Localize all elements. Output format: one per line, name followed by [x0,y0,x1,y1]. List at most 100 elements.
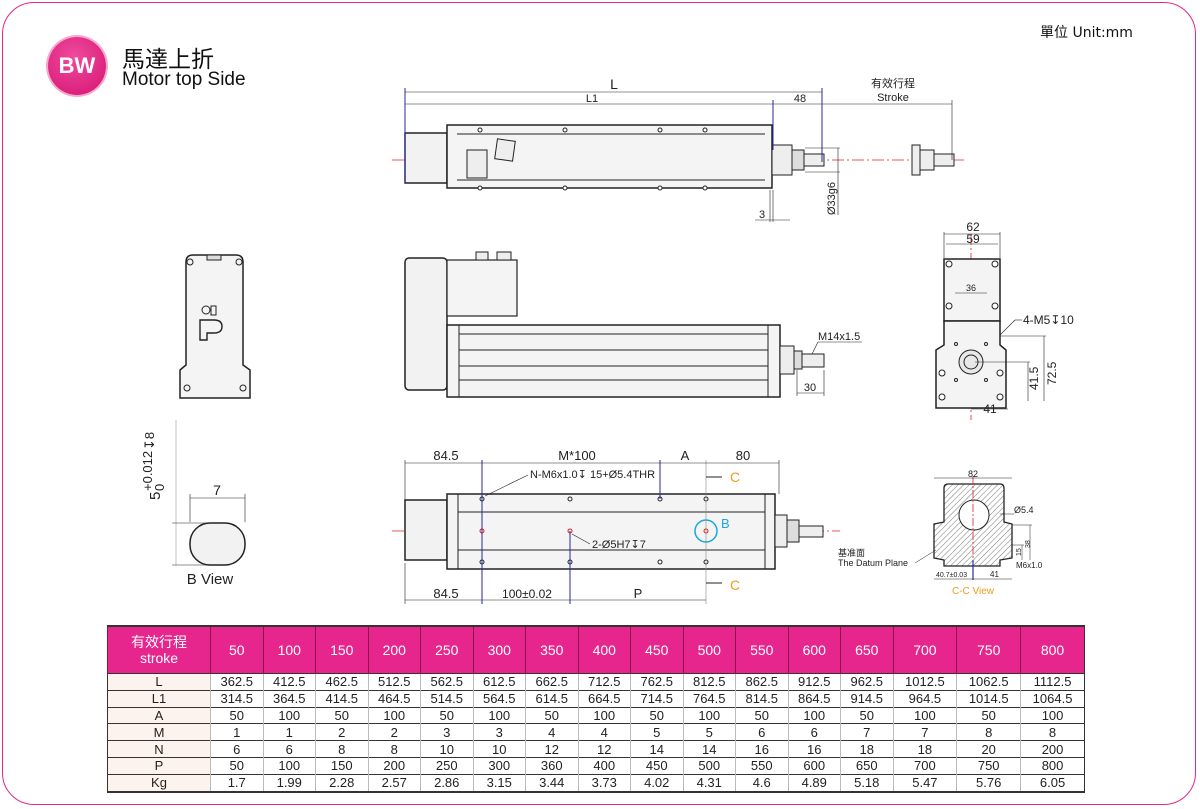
table-cell: 50 [210,706,263,724]
table-cell: 14 [682,740,736,758]
table-cell: 3.73 [577,773,631,793]
pi-logo-icon [199,305,223,341]
row-label: L1 [107,689,211,708]
table-cell: 514.5 [420,689,473,708]
series-badge: BW [48,37,106,95]
table-cell: 5.76 [956,773,1021,793]
table-cell: 3 [420,723,473,741]
table-cell: 100 [682,706,736,724]
table-cell: 562.5 [420,673,473,691]
b-view-tolerance: 5 +0.012 0 ↧8 [140,432,167,500]
table-cell: 18 [892,740,957,758]
stroke-label-en: Stroke [877,92,909,104]
b-view [172,420,246,566]
table-cell: 100 [1020,706,1085,724]
stroke-column-header: 650 [840,625,893,674]
table-cell: 662.5 [525,673,578,691]
dim-7: 7 [213,482,221,498]
table-cell: 100 [472,706,526,724]
cc-thread: M6x1.0 [1016,561,1043,570]
dim-L: L [610,76,618,92]
table-cell: 50 [735,706,788,724]
table-cell: 1012.5 [892,673,957,691]
table-cell: 1112.5 [1020,673,1085,691]
table-cell: 250 [420,756,473,775]
table-cell: 100 [262,706,316,724]
table-cell: 964.5 [892,689,957,708]
table-cell: 1062.5 [956,673,1021,691]
dim-72-5: 72.5 [1045,361,1059,385]
table-cell: 1.7 [210,773,263,793]
table-cell: 6.05 [1020,773,1085,793]
stroke-column-header: 150 [315,625,368,674]
table-cell: 100 [577,706,631,724]
table-cell: 7 [840,723,893,741]
table-cell: 8 [367,740,421,758]
section-c-label-top: C [730,469,740,485]
table-cell: 10 [472,740,526,758]
row-label: L [107,673,211,691]
table-cell: 100 [262,756,316,775]
table-cell: 100 [787,706,841,724]
table-cell: 1 [262,723,316,741]
table-cell: 862.5 [735,673,788,691]
table-cell: 50 [525,706,578,724]
table-cell: 764.5 [682,689,736,708]
side-view [404,251,862,398]
stroke-column-header: 250 [420,625,473,674]
table-cell: 50 [315,706,368,724]
table-cell: 360 [525,756,578,775]
dim-36: 36 [966,283,976,293]
title-english: Motor top Side [122,69,246,90]
shaft-diameter: Ø33g6 [826,182,838,215]
table-cell: 812.5 [682,673,736,691]
stroke-column-header: 200 [367,625,421,674]
tol-lower: 0 [152,484,167,491]
stroke-label-cn: 有效行程 [871,76,915,90]
stroke-column-header: 800 [1020,625,1085,674]
table-cell: 4 [525,723,578,741]
table-cell: 314.5 [210,689,263,708]
row-label: M [107,723,211,741]
table-cell: 364.5 [262,689,316,708]
table-cell: 50 [420,706,473,724]
dim-40-7: 40.7±0.03 [936,572,967,579]
table-cell: 4.89 [787,773,841,793]
stroke-header-cn: 有效行程 [131,634,187,650]
table-cell: 4.6 [735,773,788,793]
stroke-column-header: 300 [472,625,526,674]
tapped-holes-label: 4-M5↧10 [1023,313,1074,327]
table-cell: 450 [630,756,683,775]
table-cell: 2.86 [420,773,473,793]
table-cell: 4.02 [630,773,683,793]
table-cell: 18 [840,740,893,758]
table-cell: 50 [840,706,893,724]
table-cell: 6 [787,723,841,741]
title-chinese: 馬達上折 [122,47,214,73]
table-cell: 600 [787,756,841,775]
table-cell: 100 [367,706,421,724]
table-cell: 650 [840,756,893,775]
table-cell: 414.5 [315,689,368,708]
table-cell: 14 [630,740,683,758]
table-cell: 3 [472,723,526,741]
dim-30: 30 [804,382,816,394]
table-cell: 5.18 [840,773,893,793]
table-cell: 100 [892,706,957,724]
tol-depth: ↧8 [142,432,157,450]
dim-48: 48 [794,93,806,105]
table-cell: 300 [472,756,526,775]
tol-main: 5 [147,492,164,500]
table-cell: 3.15 [472,773,526,793]
table-cell: 400 [577,756,631,775]
table-cell: 612.5 [472,673,526,691]
dim-p: P [634,586,643,601]
dowel-pin-note: 2-Ø5H7↧7 [592,539,646,551]
cc-dim-41: 41 [990,570,999,579]
